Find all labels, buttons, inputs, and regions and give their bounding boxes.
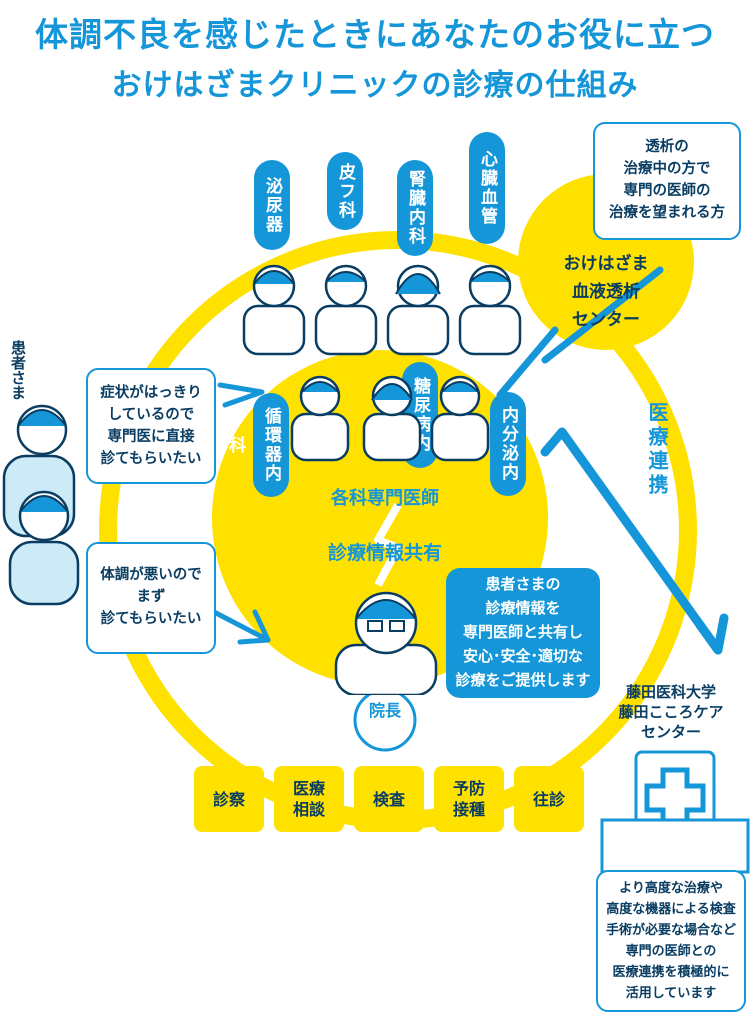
service-examination: 検査 — [354, 766, 424, 832]
top-doctors-group — [242, 264, 522, 356]
director-icon — [334, 591, 438, 695]
fujita-label: 藤田医科大学 藤田こころケア センター — [618, 683, 724, 741]
service-home-visit: 往診 — [514, 766, 584, 832]
doctor-icon — [362, 375, 422, 462]
dialysis-note: 透析の 治療中の方で 専門の医師の 治療を望まれる方 — [593, 122, 741, 240]
patients-group — [2, 404, 80, 606]
specialty-cardiovascular-surgery: 心臓血管外科 — [441, 132, 505, 244]
specialty-urology: 泌尿器科 — [226, 160, 290, 250]
hospital-base — [600, 818, 750, 874]
dialysis-connector-2 — [541, 266, 664, 364]
arrow-to-director-line — [211, 609, 271, 643]
bubble-first-visit: 体調が悪いので まず 診てもらいたい — [86, 542, 216, 654]
mid-doctors-group — [290, 375, 490, 462]
cooperation-label: 医療連携 — [645, 402, 669, 498]
doctor-icon — [290, 375, 350, 462]
specialists-label: 各科専門医師 — [331, 488, 439, 509]
specialty-endocrinology: 内分泌内科 — [462, 392, 526, 496]
arrow-to-specialists — [217, 382, 265, 408]
info-share-label: 診療情報共有 — [327, 542, 442, 564]
director-badge — [353, 688, 417, 752]
service-consultation: 診察 — [194, 766, 264, 832]
service-medical-advice: 医療 相談 — [274, 766, 344, 832]
doctor-icon — [314, 264, 378, 356]
share-zigzag — [374, 503, 402, 587]
bubble-specialist-request: 症状がはっきり しているので 専門医に直接 診てもらいたい — [86, 368, 216, 484]
specialty-cardiology: 循環器内科 — [225, 393, 289, 497]
arrow-to-director-head — [237, 609, 271, 645]
doctor-icon — [458, 264, 522, 356]
dialysis-center-label: おけはざま 血液透析 センター — [563, 254, 649, 330]
director-info-box: 患者さまの 診療情報を 専門医師と共有し 安心･安全･適切な 診療をご提供します — [446, 568, 600, 698]
doctor-icon — [430, 375, 490, 462]
dialysis-connector — [496, 326, 559, 399]
specialty-dermatology: 皮フ科 — [327, 152, 363, 230]
fujita-note: より高度な治療や 高度な機器による検査 手術が必要な場合など 専門の医師との 医… — [596, 870, 746, 1012]
director-label: 院長 — [368, 701, 401, 720]
cooperation-arrow — [540, 427, 723, 655]
doctor-icon — [242, 264, 306, 356]
cooperation-arrowhead — [695, 613, 729, 655]
service-vaccination: 予防 接種 — [434, 766, 504, 832]
page-title: 体調不良を感じたときにあなたのお役に立つ — [35, 15, 715, 54]
patients-label: 患者さま — [9, 340, 27, 400]
specialty-nephrology: 腎臓内科 — [397, 160, 433, 256]
page-subtitle: おけはざまクリニックの診療の仕組み — [111, 68, 639, 103]
doctor-icon — [386, 264, 450, 356]
patient-icon — [8, 490, 80, 606]
